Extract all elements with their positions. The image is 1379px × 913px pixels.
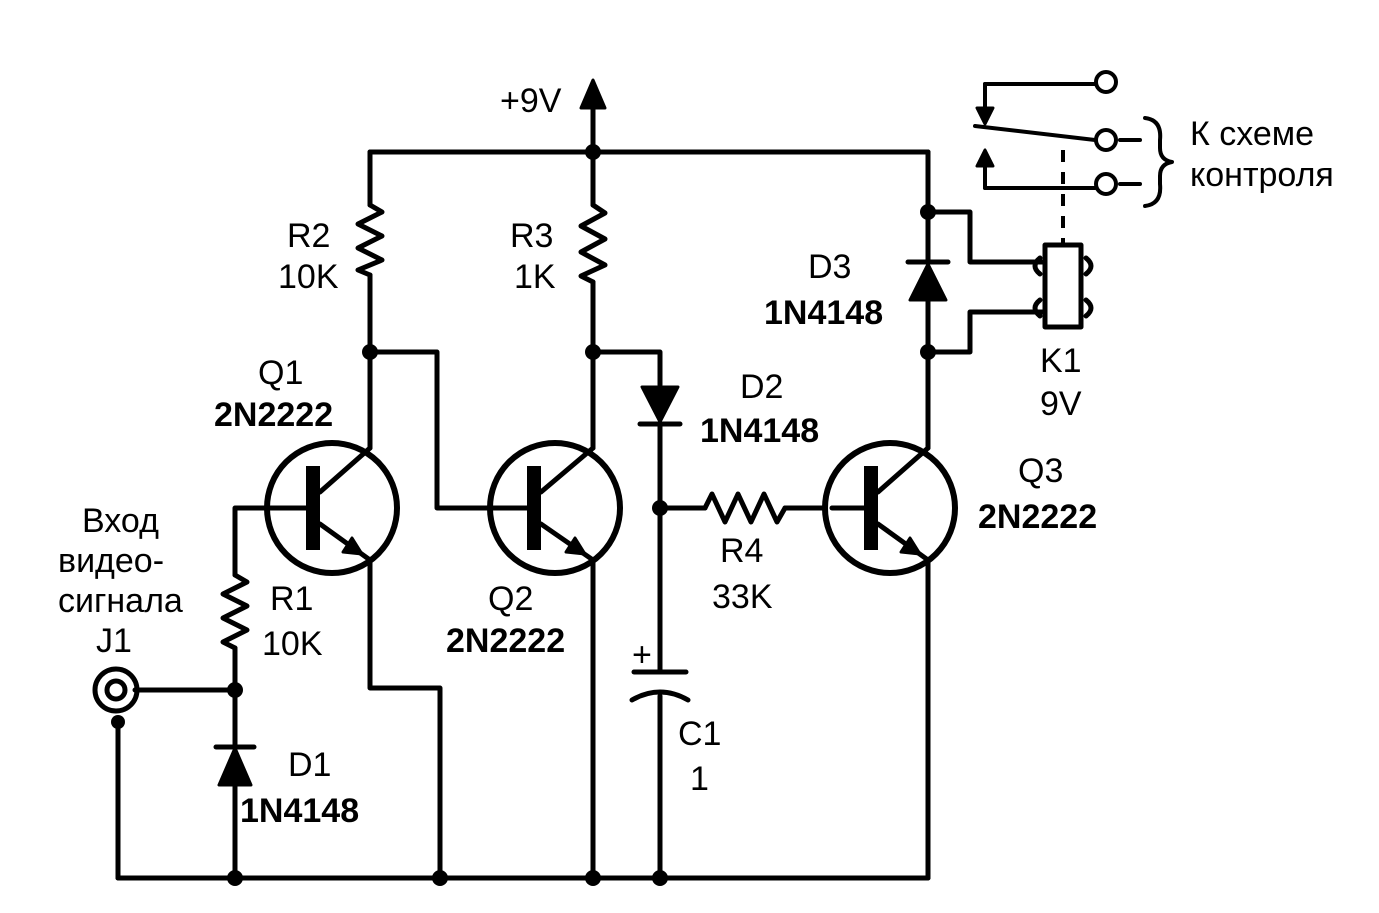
d2-anode-wire (590, 349, 663, 388)
k1-ref-label: K1 (1040, 342, 1082, 380)
junction-dot (920, 344, 936, 360)
junction-dot (652, 500, 668, 516)
q1-emitter-wire (367, 557, 443, 881)
input-label-line1: Вход (82, 502, 159, 540)
q1-base-wire (232, 505, 271, 578)
input-label-line3: сигнала (58, 582, 183, 620)
junction-dot (585, 870, 601, 886)
c1-ref-label: C1 (678, 715, 721, 753)
junction-dot (111, 715, 125, 729)
supply-label: +9V (500, 82, 562, 120)
junction-dot (585, 144, 601, 160)
junction-dot (227, 682, 243, 698)
q3-part-label: 2N2222 (978, 498, 1097, 536)
resistor-r1-symbol (220, 572, 250, 651)
resistor-r4-symbol (702, 491, 788, 525)
diode-d1-symbol (213, 744, 257, 787)
junction-dot (432, 870, 448, 886)
junction-dot (227, 870, 243, 886)
relay-coil-bottom-wire (925, 309, 1048, 355)
r1-value-label: 10K (262, 625, 323, 663)
c1-value-label: 1 (690, 760, 709, 798)
junction-dot (585, 344, 601, 360)
k1-value-label: 9V (1040, 385, 1082, 423)
r4-value-label: 33K (712, 578, 773, 616)
d1-part-label: 1N4148 (240, 792, 359, 830)
d3-ref-label: D3 (808, 248, 851, 286)
output-label-line2: контроля (1190, 156, 1334, 194)
junction-dot (362, 344, 378, 360)
jack-j1-label: J1 (96, 622, 132, 660)
d3-part-label: 1N4148 (764, 294, 883, 332)
supply-arrow-icon (579, 78, 607, 110)
c1-polarity-label: + (632, 636, 652, 674)
diode-d2-symbol (637, 385, 683, 427)
q1-part-label: 2N2222 (214, 396, 333, 434)
relay-k1-contacts-icon (973, 70, 1174, 208)
r3-ref-label: R3 (510, 217, 553, 255)
transistor-q3-symbol (822, 440, 958, 576)
q2-ref-label: Q2 (488, 580, 533, 618)
r2-ref-label: R2 (287, 217, 330, 255)
capacitor-c1-symbol (629, 669, 691, 703)
transistor-q1-symbol (264, 440, 400, 576)
input-label-line2: видео- (58, 542, 164, 580)
q1-collector-to-q2-base-wire (367, 349, 495, 511)
q2-part-label: 2N2222 (446, 622, 565, 660)
r2-value-label: 10K (278, 258, 339, 296)
relay-k1-coil-icon (1032, 150, 1094, 330)
r4-ref-label: R4 (720, 532, 763, 570)
q3-ref-label: Q3 (1018, 452, 1063, 490)
r3-value-label: 1K (514, 258, 556, 296)
junction-dot (652, 870, 668, 886)
junctions (111, 144, 936, 886)
transistor-q2-symbol (487, 440, 623, 576)
junction-dot (920, 204, 936, 220)
relay-coil-top-wire (925, 209, 1048, 265)
r1-ref-label: R1 (270, 580, 313, 618)
diode-d3-symbol (905, 259, 951, 302)
d1-ref-label: D1 (288, 746, 331, 784)
d2-part-label: 1N4148 (700, 412, 819, 450)
q1-ref-label: Q1 (258, 354, 303, 392)
wires (115, 102, 1048, 881)
output-label-line1: К схеме (1190, 115, 1314, 153)
resistor-r2-symbol (355, 202, 385, 278)
d2-ref-label: D2 (740, 368, 783, 406)
resistor-r3-symbol (578, 202, 608, 285)
input-jack-j1-icon (92, 666, 140, 714)
